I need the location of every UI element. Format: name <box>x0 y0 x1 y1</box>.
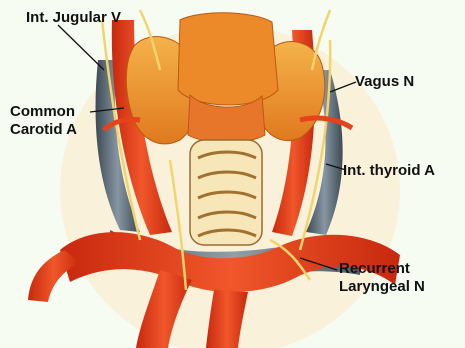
label-common-carotid-artery: Common Carotid A <box>10 103 77 139</box>
label-recurrent-line2: Laryngeal N <box>339 278 425 296</box>
label-common-carotid-line2: Carotid A <box>10 121 77 139</box>
label-inferior-thyroid-text: Int. thyroid A <box>343 162 435 179</box>
label-recurrent-laryngeal-nerve: Recurrent Laryngeal N <box>339 260 425 296</box>
label-vagus-text: Vagus N <box>355 73 414 90</box>
label-recurrent-line1: Recurrent <box>339 260 425 278</box>
label-inferior-thyroid-artery: Int. thyroid A <box>343 162 435 180</box>
larynx <box>178 13 278 105</box>
label-internal-jugular-vein: Int. Jugular V <box>26 9 121 27</box>
label-common-carotid-line1: Common <box>10 103 77 121</box>
label-vagus-nerve: Vagus N <box>355 73 414 91</box>
label-internal-jugular-text: Int. Jugular V <box>26 9 121 26</box>
